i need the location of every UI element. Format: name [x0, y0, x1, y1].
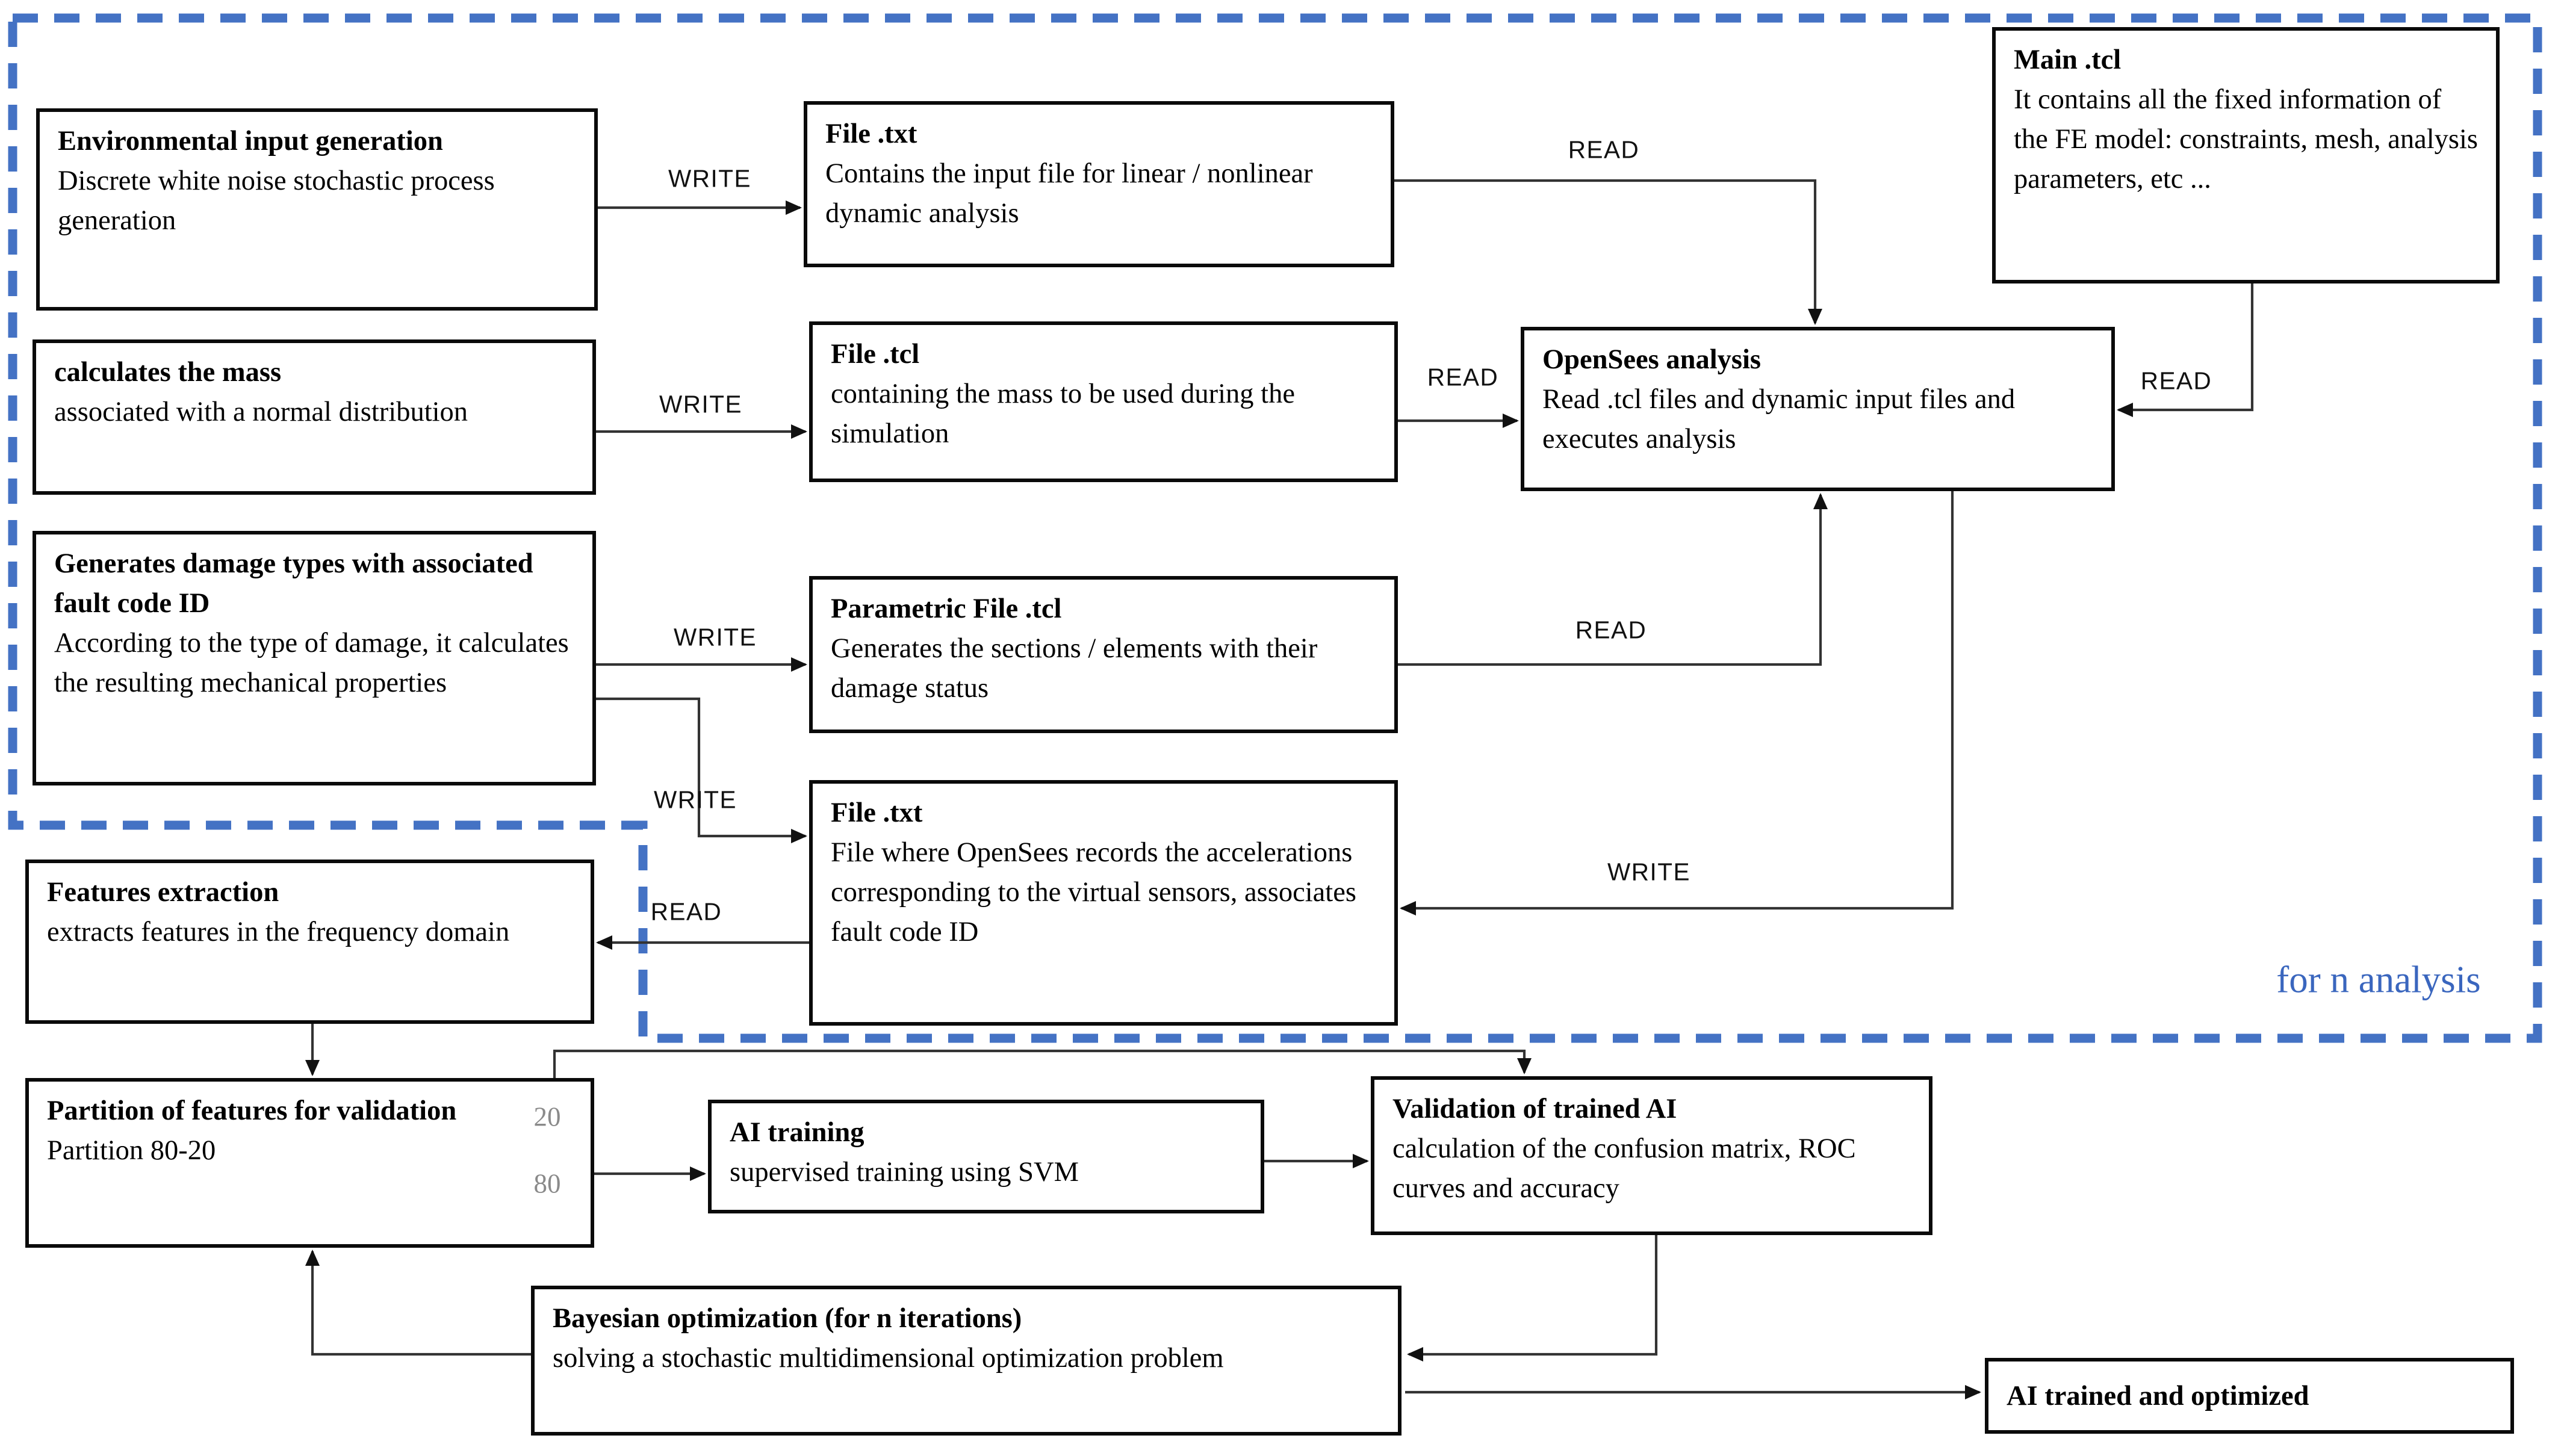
box-title: File .tcl	[831, 339, 920, 370]
box-body: Partition 80-20	[47, 1136, 216, 1166]
box-title: Validation of trained AI	[1392, 1094, 1677, 1125]
box-title: Environmental input generation	[58, 126, 443, 157]
box-body: According to the type of damage, it calc…	[54, 628, 569, 699]
read-label: READ	[1575, 616, 1647, 644]
box-ai-training: AI training supervised training using SV…	[708, 1100, 1264, 1213]
box-body: It contains all the fixed information of…	[2014, 85, 2479, 195]
write-label: WRITE	[654, 786, 737, 814]
box-body: solving a stochastic multidimensional op…	[553, 1343, 1224, 1374]
box-title: AI training	[730, 1118, 864, 1148]
box-main-tcl: Main .tcl It contains all the fixed info…	[1992, 27, 2500, 283]
write-label: WRITE	[674, 624, 757, 651]
box-title: Bayesian optimization (for n iterations)	[553, 1304, 1022, 1334]
box-body: File where OpenSees records the accelera…	[831, 838, 1356, 948]
write-label: WRITE	[659, 391, 742, 418]
box-title: File .txt	[825, 119, 917, 150]
box-body: Contains the input file for linear / non…	[825, 159, 1313, 229]
box-title: Main .tcl	[2014, 45, 2122, 76]
box-bayesian-optimization: Bayesian optimization (for n iterations)…	[531, 1286, 1402, 1436]
box-file-txt-input: File .txt Contains the input file for li…	[804, 101, 1394, 267]
read-label: READ	[2140, 367, 2212, 395]
box-validation-of-trained-ai: Validation of trained AI calculation of …	[1371, 1076, 1932, 1235]
partition-training-percentage: 80	[533, 1171, 561, 1200]
box-ai-trained-and-optimized: AI trained and optimized	[1985, 1358, 2514, 1434]
box-file-tcl-mass: File .tcl containing the mass to be used…	[809, 321, 1398, 482]
box-title: OpenSees analysis	[1542, 345, 1762, 376]
read-label: READ	[1427, 364, 1499, 391]
partition-validation-percentage: 20	[533, 1104, 561, 1133]
box-parametric-file-tcl: Parametric File .tcl Generates the secti…	[809, 576, 1398, 733]
box-title: Partition of features for validation	[47, 1096, 457, 1127]
box-title: Features extraction	[47, 878, 279, 908]
box-body: Generates the sections / elements with t…	[831, 634, 1318, 704]
box-body: supervised training using SVM	[730, 1157, 1079, 1188]
box-title: Parametric File .tcl	[831, 594, 1062, 625]
box-body: calculation of the confusion matrix, ROC…	[1392, 1134, 1856, 1204]
write-label: WRITE	[668, 165, 751, 193]
box-environmental-input-generation: Environmental input generation Discrete …	[36, 108, 598, 311]
box-title: calculates the mass	[54, 358, 282, 388]
box-title: Generates damage types with associated f…	[54, 549, 533, 619]
read-label: READ	[1568, 136, 1640, 164]
box-generates-damage-types: Generates damage types with associated f…	[33, 531, 596, 785]
box-title: File .txt	[831, 798, 923, 829]
loop-note: for n analysis	[2276, 958, 2481, 1002]
box-title: AI trained and optimized	[2007, 1381, 2309, 1412]
box-file-txt-output: File .txt File where OpenSees records th…	[809, 780, 1398, 1026]
read-label: READ	[650, 898, 722, 926]
box-opensees-analysis: OpenSees analysis Read .tcl files and dy…	[1521, 327, 2115, 491]
box-partition-of-features: Partition of features for validation Par…	[25, 1078, 594, 1248]
box-body: Read .tcl files and dynamic input files …	[1542, 385, 2016, 455]
box-calculates-mass: calculates the mass associated with a no…	[33, 339, 596, 495]
box-body: Discrete white noise stochastic process …	[58, 166, 495, 237]
box-body: containing the mass to be used during th…	[831, 379, 1295, 450]
box-body: extracts features in the frequency domai…	[47, 917, 510, 948]
write-label: WRITE	[1607, 858, 1690, 886]
loop-dashed-border	[8, 13, 2542, 1043]
box-body: associated with a normal distribution	[54, 397, 468, 428]
box-features-extraction: Features extraction extracts features in…	[25, 860, 594, 1024]
